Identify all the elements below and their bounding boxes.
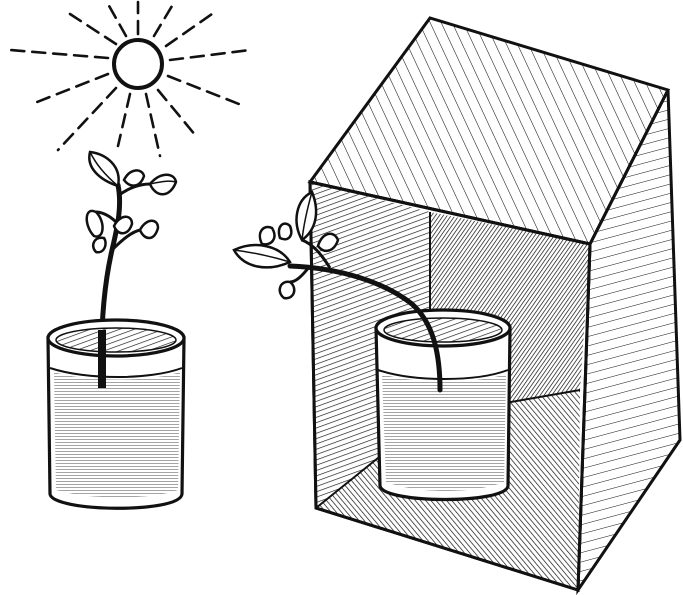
leaf-icon (85, 150, 178, 254)
bending-plant (232, 190, 443, 393)
right-pot (374, 308, 512, 502)
upright-plant (85, 150, 178, 388)
leaf-icon (232, 190, 340, 300)
left-pot (46, 318, 186, 510)
box-icon (307, 16, 682, 595)
sun-icon (8, 0, 252, 158)
